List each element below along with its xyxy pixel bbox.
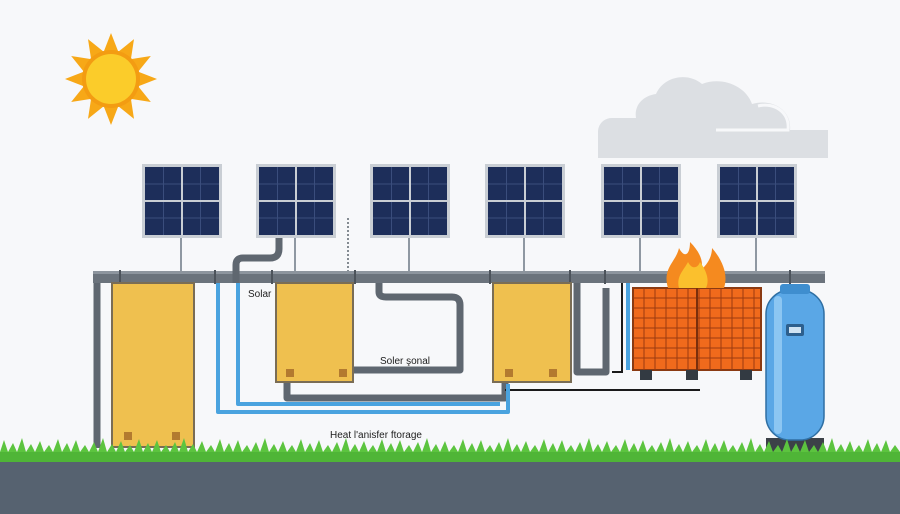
label-soler-sonal: Soler şonal: [380, 356, 430, 367]
pressure-cylinder: [765, 284, 825, 452]
solar-panel: [601, 164, 681, 272]
heater-unit: [632, 287, 762, 380]
solar-panel: [717, 164, 797, 272]
label-solar: Solar: [248, 289, 272, 300]
solar-panel-row: [142, 164, 797, 272]
solar-panel: [485, 164, 565, 272]
storage-tank: [492, 282, 572, 383]
flame-icon: [666, 242, 726, 288]
ground: [0, 438, 900, 514]
solar-panel: [370, 164, 450, 272]
label-heat-transfer-storage: Heat l'anisfer ftorage: [330, 430, 422, 441]
storage-tank: [111, 282, 195, 448]
cloud-icon: [598, 77, 828, 158]
storage-tank: [275, 282, 354, 383]
control-wire: [612, 283, 623, 373]
solar-panel: [142, 164, 222, 272]
sun-icon: [65, 33, 157, 125]
solar-panel: [256, 164, 336, 272]
header-pipe: [93, 270, 825, 284]
